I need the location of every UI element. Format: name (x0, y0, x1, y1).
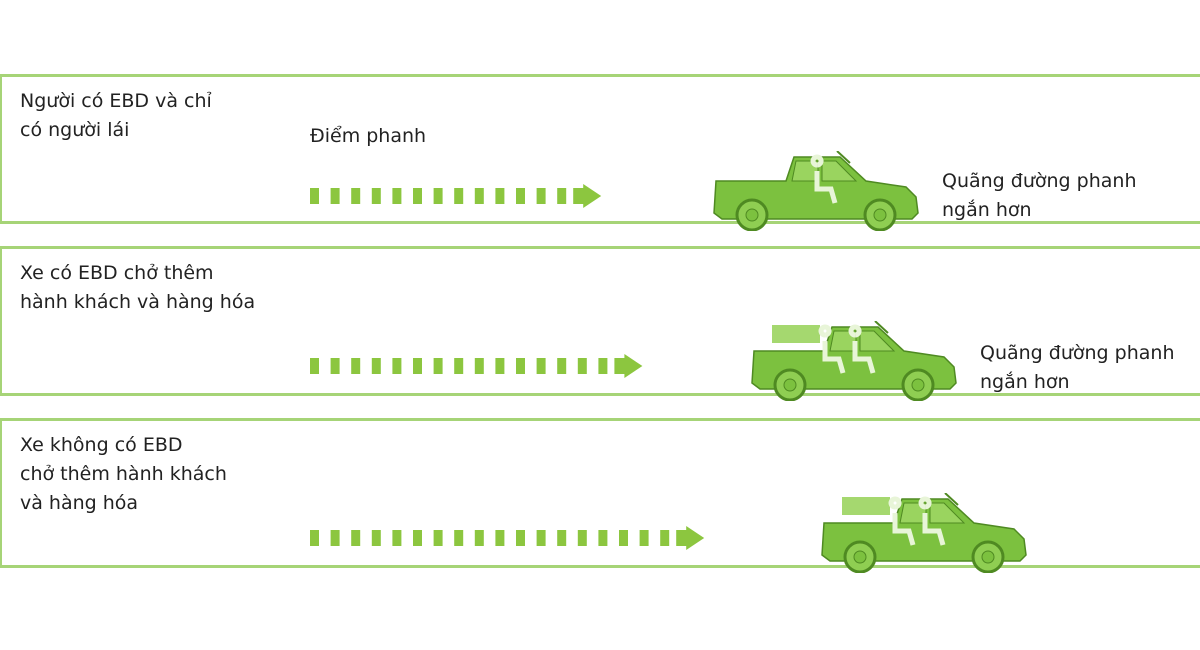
brake-point-label: Điểm phanh (310, 125, 427, 147)
row-label: Người có EBD và chỉ có người lái (20, 90, 212, 141)
arrow-dash (474, 530, 484, 546)
arrow-dash (351, 530, 361, 546)
distance-arrow (310, 184, 602, 208)
arrow-dash (639, 530, 649, 546)
cargo-box (772, 325, 820, 343)
arrow-dash (433, 188, 443, 204)
arrow-dash (557, 358, 567, 374)
arrow-dash (474, 188, 484, 204)
row-driver-only: Người có EBD và chỉ có người lái Điểm ph… (0, 74, 1200, 231)
row-no-ebd-loaded: Xe không có EBD chở thêm hành khách và h… (0, 418, 1200, 573)
arrow-dash (392, 188, 402, 204)
arrow-dash (660, 530, 670, 546)
arrow-dash (577, 358, 587, 374)
arrow-dash (310, 188, 319, 204)
arrow-dash (392, 530, 402, 546)
arrow-head (573, 184, 602, 208)
arrow-head (676, 526, 705, 550)
arrow-dash (557, 530, 567, 546)
passenger-icon (888, 496, 916, 546)
arrow-dash (330, 188, 340, 204)
arrow-dash (598, 530, 608, 546)
arrow-dash (433, 530, 443, 546)
arrow-dash (454, 188, 464, 204)
row-label: Xe không có EBD chở thêm hành khách và h… (20, 434, 227, 514)
row-ebd-loaded: Xe có EBD chở thêm hành khách và hàng hó… (0, 246, 1200, 401)
cargo-box (842, 497, 890, 515)
pickup-truck-icon (713, 151, 919, 231)
arrow-dash (516, 530, 525, 546)
arrow-dash (330, 530, 340, 546)
arrow-dash (619, 530, 628, 546)
arrow-dash (413, 530, 422, 546)
arrow-dash (310, 358, 319, 374)
passenger-icon (818, 324, 846, 374)
arrow-dash (536, 188, 546, 204)
arrow-dash (474, 358, 484, 374)
arrow-dash (536, 530, 546, 546)
arrow-head (614, 354, 643, 378)
pickup-truck-icon (821, 493, 1027, 573)
arrow-dash (454, 358, 464, 374)
arrow-dash (516, 358, 525, 374)
arrow-dash (371, 188, 381, 204)
result-label: Quãng đường phanh ngắn hơn (942, 170, 1137, 221)
arrow-dash (413, 358, 422, 374)
pickup-truck-icon (751, 321, 957, 401)
arrow-dash (557, 188, 567, 204)
arrow-dash (392, 358, 402, 374)
arrow-dash (371, 358, 381, 374)
passenger-icon (810, 154, 838, 204)
arrow-dash (495, 530, 505, 546)
arrow-dash (454, 530, 464, 546)
row-label: Xe có EBD chở thêm hành khách và hàng hó… (20, 262, 256, 313)
arrow-dash (495, 188, 505, 204)
arrow-dash (351, 188, 361, 204)
arrow-dash (536, 358, 546, 374)
arrow-dash (495, 358, 505, 374)
arrow-dash (330, 358, 340, 374)
arrow-dash (433, 358, 443, 374)
passenger-icon (848, 324, 876, 374)
distance-arrow (310, 354, 643, 378)
arrow-dash (351, 358, 361, 374)
passenger-icon (918, 496, 946, 546)
arrow-dash (516, 188, 525, 204)
arrow-dash (371, 530, 381, 546)
arrow-dash (598, 358, 608, 374)
arrow-dash (310, 530, 319, 546)
arrow-dash (577, 530, 587, 546)
result-label: Quãng đường phanh ngắn hơn (980, 342, 1175, 393)
arrow-dash (413, 188, 422, 204)
distance-arrow (310, 526, 705, 550)
